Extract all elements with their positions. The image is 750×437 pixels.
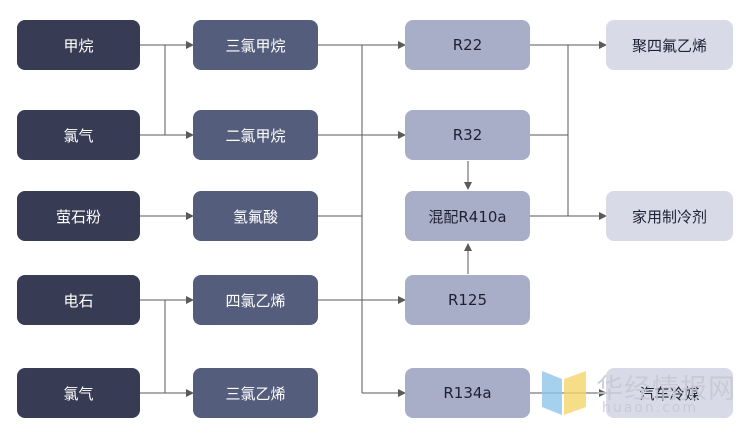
node-r32: R32 xyxy=(405,110,530,160)
huaon-logo-icon xyxy=(542,371,586,415)
node-dichloromethane: 二氯甲烷 xyxy=(193,110,318,160)
node-hydrofluoric-acid: 氢氟酸 xyxy=(193,191,318,241)
node-label: 汽车冷媒 xyxy=(639,384,700,403)
node-r410a: 混配R410a xyxy=(405,191,530,241)
node-chlorine-2: 氯气 xyxy=(17,368,140,418)
watermark: 华经情报网 huaon.com xyxy=(540,367,740,419)
node-trichloroethylene: 三氯乙烯 xyxy=(193,368,318,418)
node-tetrachloroethylene: 四氯乙烯 xyxy=(193,275,318,325)
node-label: 氢氟酸 xyxy=(232,207,278,226)
node-ptfe: 聚四氟乙烯 xyxy=(606,20,733,70)
node-label: R134a xyxy=(443,384,492,402)
node-label: 电石 xyxy=(63,291,94,310)
node-label: 氯气 xyxy=(63,126,94,145)
node-label: 氯气 xyxy=(63,384,94,403)
node-fluorite: 萤石粉 xyxy=(17,191,140,241)
node-r134a: R134a xyxy=(405,368,530,418)
node-label: R32 xyxy=(452,126,483,144)
node-label: 甲烷 xyxy=(63,36,94,55)
node-household-refrigerant: 家用制冷剂 xyxy=(606,191,733,241)
node-chlorine-1: 氯气 xyxy=(17,110,140,160)
node-label: 聚四氟乙烯 xyxy=(631,36,707,55)
node-automotive-refrigerant: 汽车冷媒 xyxy=(606,368,733,418)
node-r22: R22 xyxy=(405,20,530,70)
node-label: 混配R410a xyxy=(428,207,507,226)
node-label: R125 xyxy=(447,291,488,309)
node-label: 萤石粉 xyxy=(55,207,101,226)
node-r125: R125 xyxy=(405,275,530,325)
node-label: 家用制冷剂 xyxy=(631,207,707,226)
node-label: 四氯乙烯 xyxy=(225,291,286,310)
node-trichloromethane: 三氯甲烷 xyxy=(193,20,318,70)
node-label: R22 xyxy=(452,36,483,54)
node-calcium-carbide: 电石 xyxy=(17,275,140,325)
node-label: 二氯甲烷 xyxy=(225,126,286,145)
node-methane: 甲烷 xyxy=(17,20,140,70)
node-label: 三氯乙烯 xyxy=(225,384,286,403)
watermark-cn-text: 华经情报网 xyxy=(596,374,736,405)
watermark-en-text: huaon.com xyxy=(602,400,699,416)
node-label: 三氯甲烷 xyxy=(225,36,286,55)
